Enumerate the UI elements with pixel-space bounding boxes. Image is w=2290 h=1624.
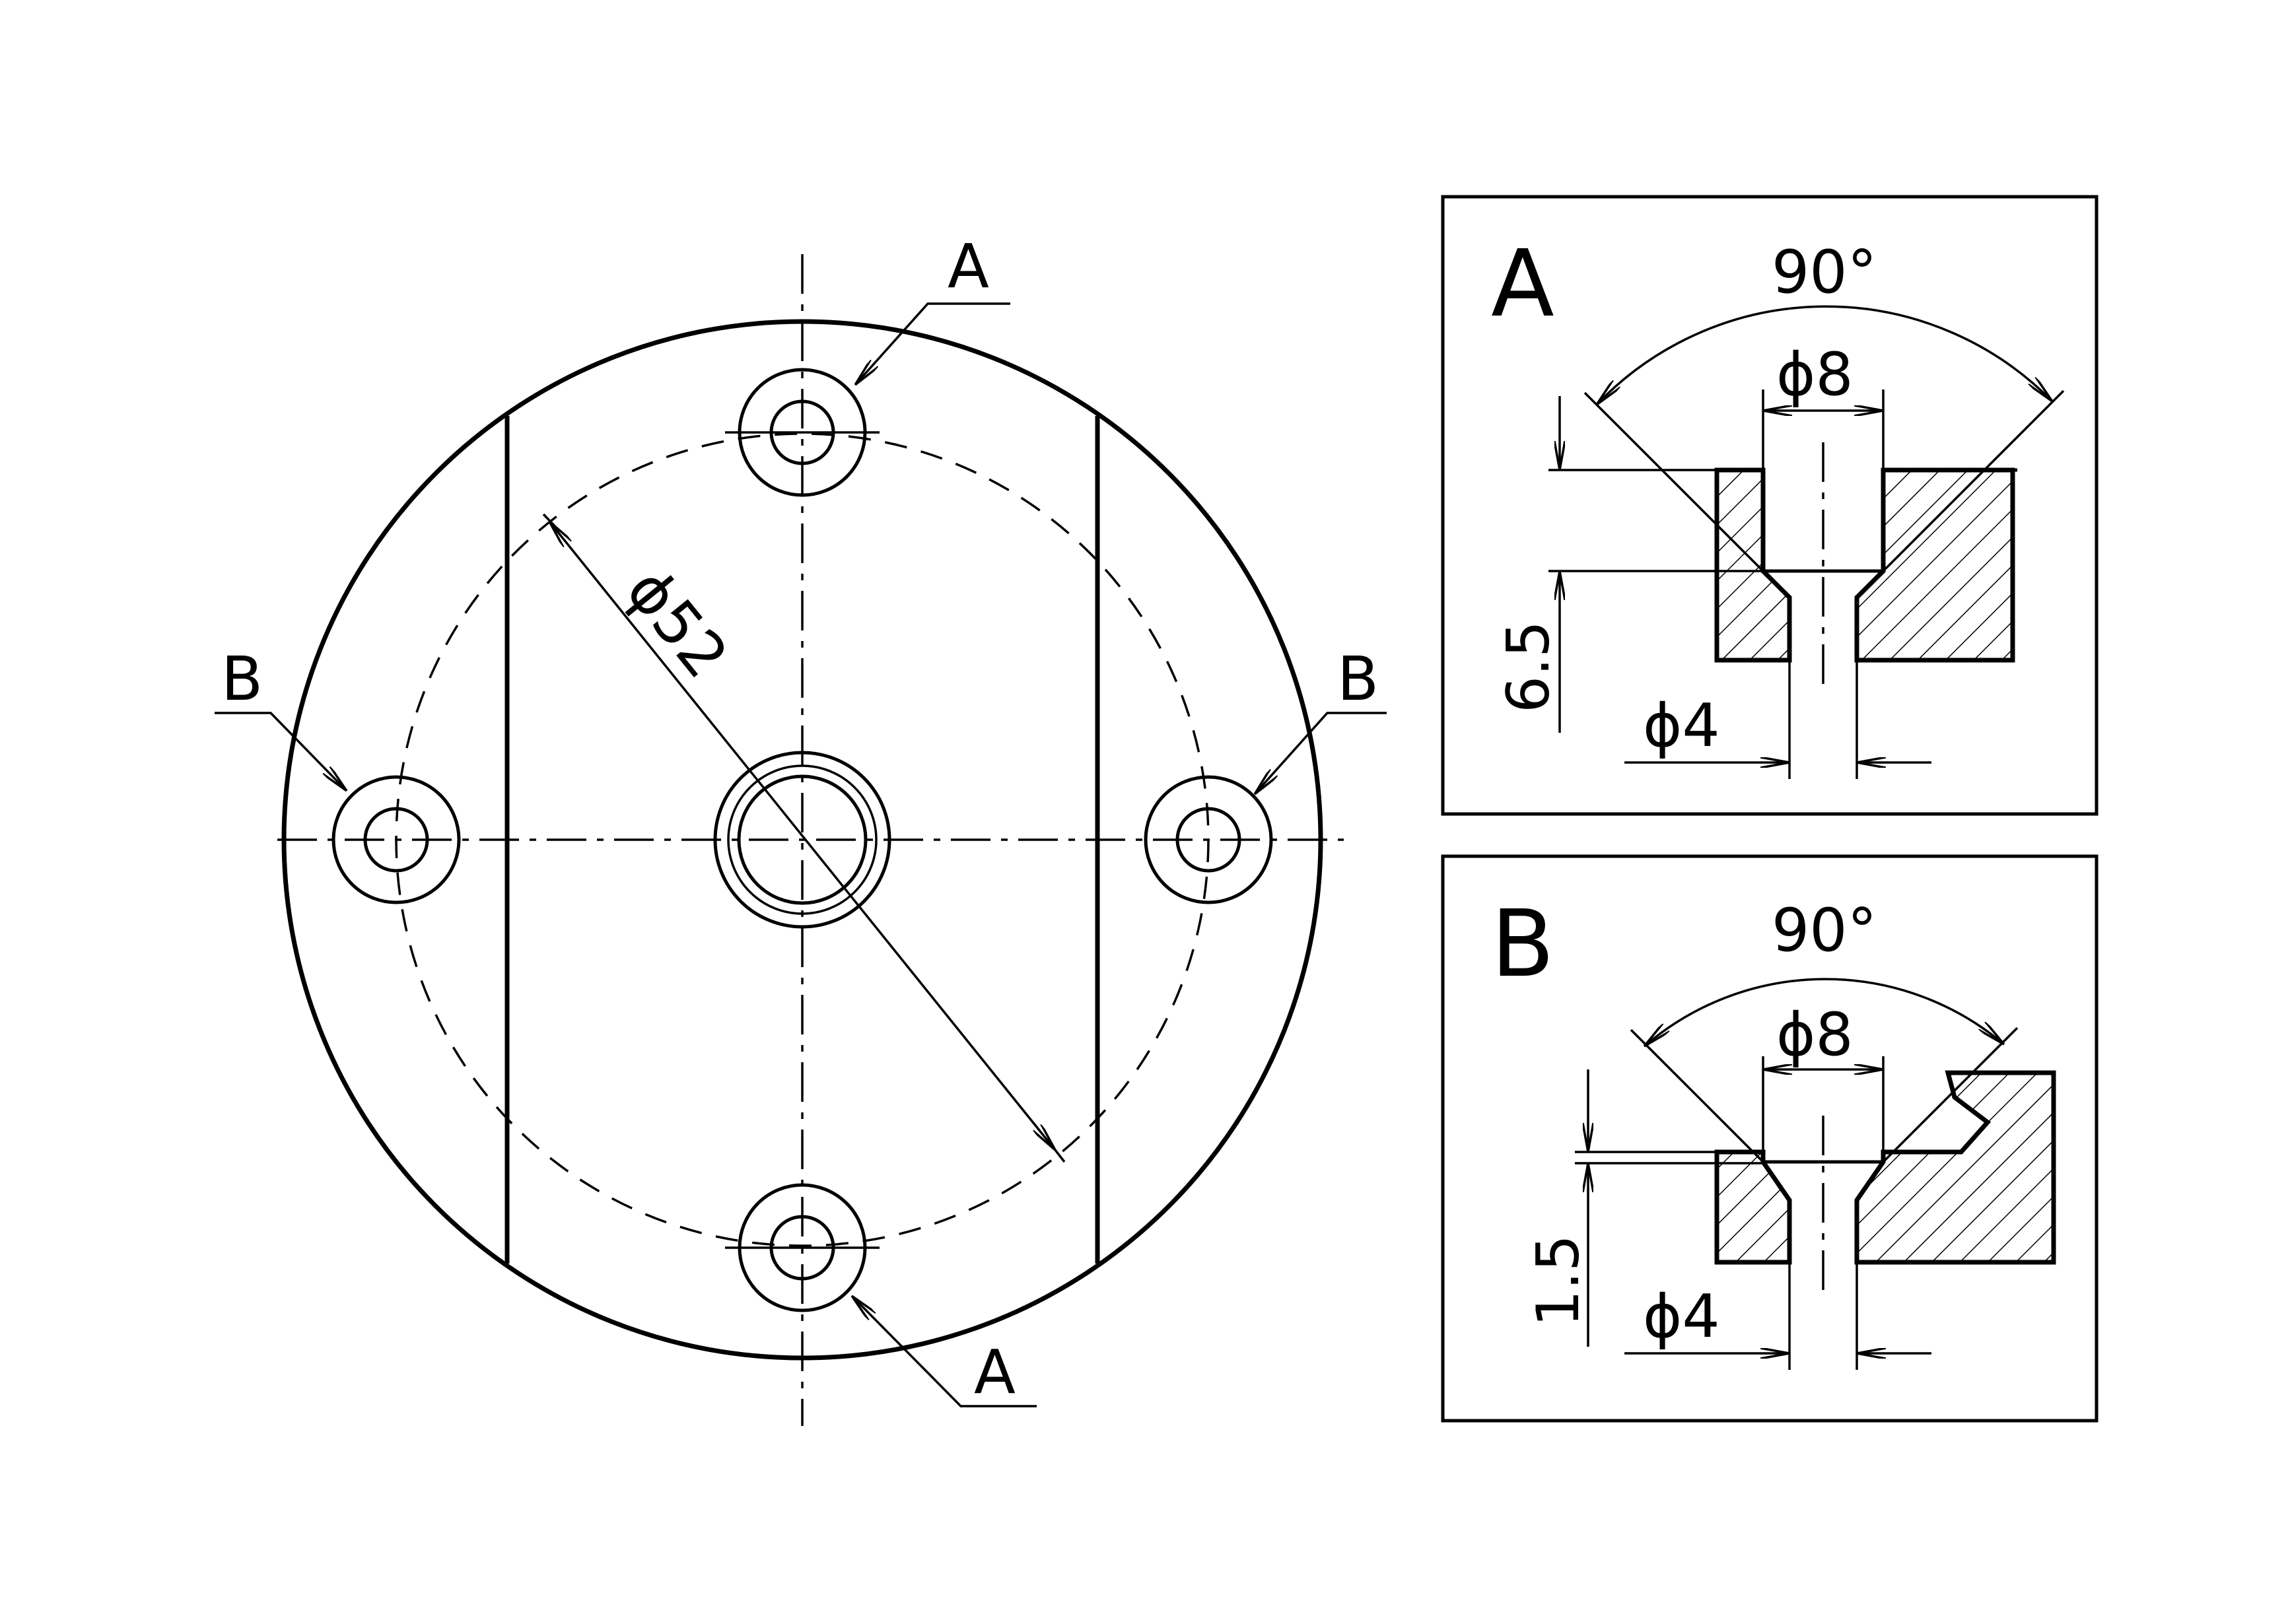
detail-b-angle-arc	[1644, 978, 2004, 1046]
hole-a-bottom	[725, 1183, 880, 1312]
detail-a-phi4-label: ϕ4	[1643, 691, 1720, 761]
detail-b-angle-ext-left	[1630, 1029, 1764, 1163]
label-a-bottom: A	[974, 1337, 1016, 1407]
detail-a-angle-ext-left	[1583, 391, 1791, 599]
detail-a-angle-arc	[1597, 305, 2052, 405]
leader-a-bottom: A	[852, 1296, 1037, 1407]
detail-a-title: A	[1491, 230, 1554, 338]
leader-b-left: B	[215, 644, 347, 791]
detail-b-panel: B 90° ϕ8 1.5 ϕ4	[1441, 854, 2099, 1423]
main-view: ϕ52 A A B B	[215, 231, 1387, 1426]
detail-b-phi4-label: ϕ4	[1643, 1282, 1720, 1351]
detail-a-section-right	[1854, 467, 2015, 663]
detail-b-angle-ext-right	[1882, 1027, 2019, 1163]
detail-b-section-left	[1714, 1149, 1792, 1265]
label-b-left: B	[221, 644, 263, 714]
detail-a-panel: A 90° ϕ8 6.5 ϕ4	[1441, 195, 2099, 816]
detail-a-section-left	[1714, 467, 1792, 663]
hole-b-left	[331, 775, 461, 904]
leader-b-right: B	[1255, 644, 1387, 794]
detail-b-section-right	[1854, 1070, 2056, 1265]
label-a-top: A	[948, 231, 989, 302]
detail-b-title: B	[1491, 891, 1554, 998]
label-b-right: B	[1337, 644, 1379, 714]
pcd-extension-bottom	[1054, 1149, 1066, 1163]
pcd-extension-top	[542, 513, 561, 533]
hole-a-top	[725, 368, 880, 497]
detail-b-angle-label: 90°	[1772, 896, 1877, 965]
detail-b-phi8-label: ϕ8	[1776, 1000, 1854, 1069]
pcd-dimension-line	[549, 522, 1055, 1150]
detail-a-frame	[1441, 195, 2099, 816]
detail-b-depth-label: 1.5	[1524, 1235, 1592, 1327]
detail-a-phi8-label: ϕ8	[1776, 340, 1854, 409]
detail-a-angle-ext-right	[1856, 389, 2065, 599]
detail-a-depth-label: 6.5	[1494, 621, 1562, 713]
detail-b-frame	[1441, 854, 2099, 1423]
pcd-dimension-label: ϕ52	[613, 556, 742, 691]
leader-a-top: A	[855, 231, 1010, 385]
hole-b-right	[1144, 775, 1273, 904]
detail-a-angle-label: 90°	[1772, 238, 1877, 307]
